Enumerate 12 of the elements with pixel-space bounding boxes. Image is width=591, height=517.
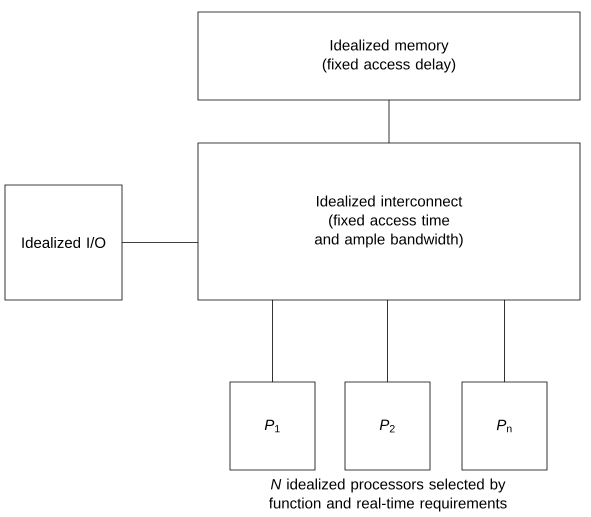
processor-box: P$_{1}$ <box>230 382 316 470</box>
connector-line <box>504 300 505 382</box>
io-box: Idealized I/O <box>4 184 122 300</box>
processor-box: P$_{n}$ <box>462 382 548 470</box>
connector-line <box>122 242 198 243</box>
connector-line <box>387 300 388 382</box>
connector-line <box>388 100 390 144</box>
caption-text: N idealized processors selected by function and real-time requirements <box>269 478 507 512</box>
memory-box: Idealized memory (fixed access delay) <box>198 12 580 100</box>
processor-box: P$_{2}$ <box>344 382 430 470</box>
connector-line <box>272 300 273 382</box>
interconnect-box: Idealized interconnect (fixed access time and ample bandwidth) <box>198 142 580 300</box>
